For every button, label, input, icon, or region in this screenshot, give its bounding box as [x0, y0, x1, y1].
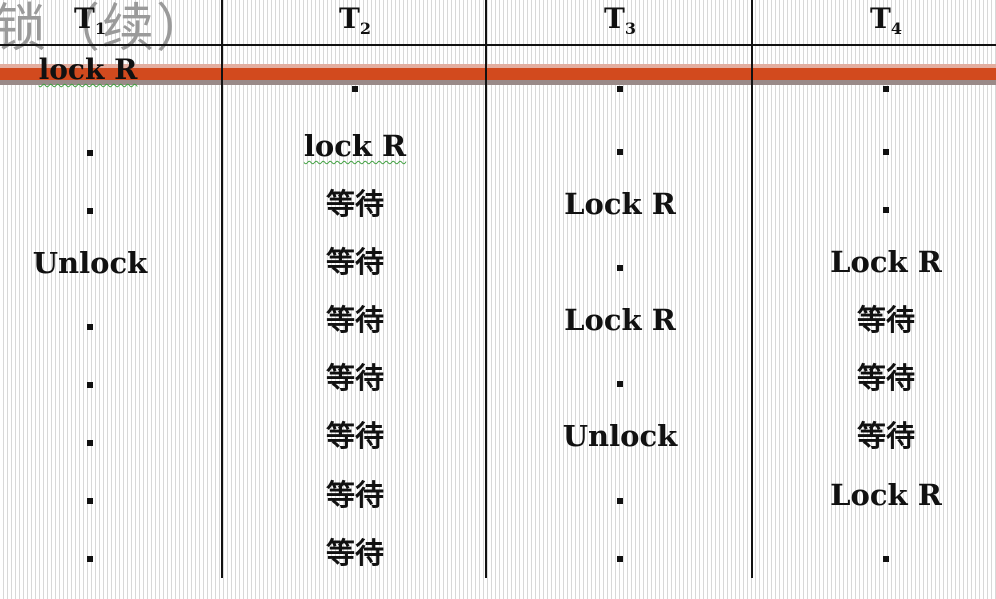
header-letter: T [74, 2, 95, 35]
header-subscript: 1 [94, 19, 106, 38]
ellipsis-dot [617, 556, 623, 562]
header-subscript: 2 [359, 19, 371, 38]
schedule-cell: Lock R [830, 245, 942, 279]
header-letter: T [339, 2, 360, 35]
ellipsis-dot [617, 498, 623, 504]
ellipsis-dot [617, 265, 623, 271]
ellipsis-dot [617, 149, 623, 155]
schedule-cell: lock R [303, 129, 407, 163]
schedule-cell: 等待 [325, 303, 385, 337]
schedule-cell: Lock R [564, 187, 676, 221]
schedule-cell: Lock R [564, 303, 676, 337]
schedule-cell: 等待 [856, 303, 916, 337]
ellipsis-dot [87, 556, 93, 562]
schedule-cell: 等待 [325, 478, 385, 512]
ellipsis-dot [87, 324, 93, 330]
ellipsis-dot [883, 86, 889, 92]
header-subscript: 4 [890, 19, 902, 38]
schedule-cell: Unlock [32, 246, 148, 280]
band-stripe-top [0, 64, 996, 68]
ellipsis-dot [87, 150, 93, 156]
column-header-t2: T2 [339, 2, 371, 38]
schedule-cell: 等待 [325, 245, 385, 279]
ellipsis-dot [87, 498, 93, 504]
ellipsis-dot [87, 208, 93, 214]
header-letter: T [604, 2, 625, 35]
header-subscript: 3 [624, 19, 636, 38]
ellipsis-dot [617, 86, 623, 92]
ellipsis-dot [352, 86, 358, 92]
column-header-t3: T3 [604, 2, 636, 38]
column-divider-1 [221, 0, 223, 578]
ellipsis-dot [883, 149, 889, 155]
ellipsis-dot [617, 381, 623, 387]
decorative-band [0, 64, 996, 88]
schedule-cell: 等待 [856, 361, 916, 395]
header-divider [0, 44, 996, 46]
schedule-cell: 等待 [325, 419, 385, 453]
header-letter: T [870, 2, 891, 35]
schedule-cell: 等待 [325, 361, 385, 395]
ellipsis-dot [87, 440, 93, 446]
column-divider-2 [485, 0, 487, 578]
column-header-t4: T4 [870, 2, 902, 38]
band-stripe-bottom [0, 80, 996, 85]
schedule-cell: 等待 [856, 419, 916, 453]
schedule-cell: Lock R [830, 478, 942, 512]
ellipsis-dot [87, 382, 93, 388]
schedule-cell: 等待 [325, 536, 385, 570]
ellipsis-dot [883, 556, 889, 562]
band-stripe-main [0, 68, 996, 80]
column-header-t1: T1 [74, 2, 106, 38]
schedule-cell: Unlock [562, 419, 678, 453]
ellipsis-dot [883, 207, 889, 213]
schedule-cell: 等待 [325, 187, 385, 221]
column-divider-3 [751, 0, 753, 578]
cell-t1-first: lock R [38, 53, 138, 86]
slide-title-fragment: 锁（续） [0, 0, 211, 59]
